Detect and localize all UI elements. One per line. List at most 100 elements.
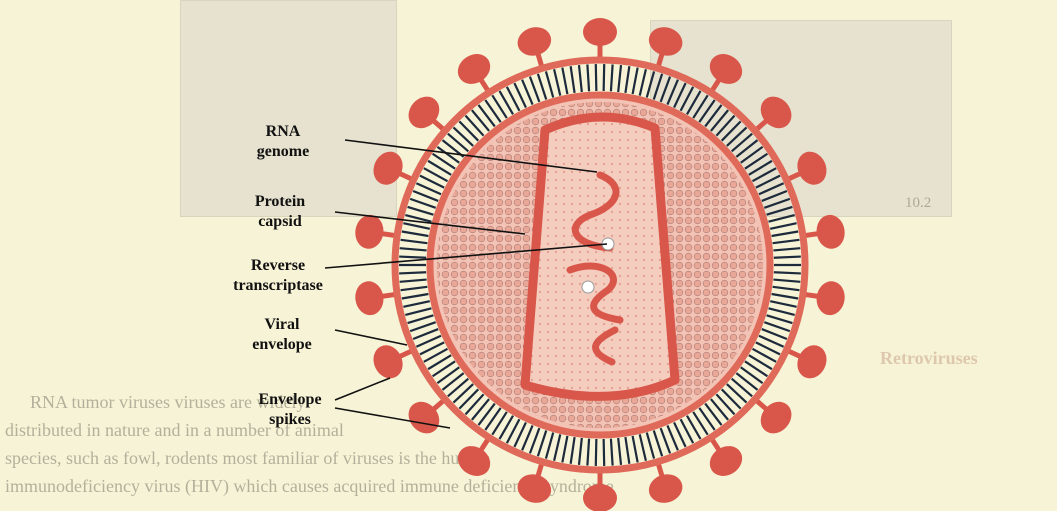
lipid-tail [459, 389, 478, 408]
lipid-tail [654, 430, 662, 456]
lipid-tail [618, 438, 621, 465]
lipid-tail [770, 223, 796, 229]
lipid-tail [640, 69, 646, 95]
lipid-tail [716, 394, 734, 414]
label-rna-genome: RNA genome [248, 122, 318, 162]
lipid-tail [408, 207, 434, 215]
lipid-tail [654, 74, 662, 100]
lipid-tail [562, 436, 567, 463]
lipid-tail [399, 257, 426, 258]
lipid-tail [767, 315, 793, 323]
label-viral-envelope: Viral envelope [242, 315, 322, 355]
lipid-tail [410, 322, 435, 331]
lipid-tail [453, 127, 473, 145]
lipid-tail [764, 322, 789, 331]
label-reverse-transcriptase: Reverse transcriptase [218, 256, 338, 296]
lipid-tail [453, 384, 473, 402]
lipid-tail [579, 438, 582, 465]
label-line: genome [248, 142, 318, 162]
lipid-tail [402, 294, 429, 299]
lipid-tail [773, 248, 800, 250]
lipid-tail [405, 308, 431, 315]
lipid-tail [611, 64, 613, 91]
lipid-tail [711, 110, 728, 131]
lipid-tail [571, 437, 575, 464]
envelope-spike [814, 279, 847, 317]
lipid-tail [711, 399, 728, 420]
lipid-tail [466, 116, 484, 136]
label-line: RNA [248, 122, 318, 142]
envelope-spike [353, 213, 386, 251]
label-line: envelope [242, 335, 322, 355]
envelope-spike [583, 18, 617, 46]
lipid-tail [587, 439, 589, 466]
label-line: Reverse [218, 256, 338, 276]
lipid-tail [773, 287, 800, 290]
lipid-tail [399, 272, 426, 273]
lipid-tail [661, 428, 670, 453]
lipid-tail [773, 280, 800, 282]
lipid-tail [538, 430, 546, 456]
lipid-tail [647, 71, 654, 97]
lipid-tail [774, 272, 801, 273]
envelope-spike [514, 470, 555, 506]
lipid-tail [625, 66, 629, 93]
lipid-tail [538, 74, 546, 100]
label-line: Viral [242, 315, 322, 335]
lipid-tail [764, 199, 789, 208]
lipid-tail [736, 140, 757, 157]
lipid-tail [579, 65, 582, 92]
lipid-tail [727, 384, 747, 402]
lipid-tail [772, 231, 799, 236]
lipid-tail [466, 394, 484, 414]
label-line: Protein [240, 192, 320, 212]
lipid-tail [732, 134, 752, 152]
lipid-tail [530, 428, 539, 453]
lipid-tail [596, 64, 597, 91]
lipid-tail [625, 437, 629, 464]
label-protein-capsid: Protein capsid [240, 192, 320, 232]
envelope-spike [353, 279, 386, 317]
lipid-tail [410, 199, 435, 208]
reverse-transcriptase-molecule [582, 281, 594, 293]
lipid-tail [448, 379, 468, 397]
lipid-tail [769, 215, 795, 222]
lipid-tail [705, 105, 721, 127]
lipid-tail [604, 64, 605, 91]
label-line: transcriptase [218, 276, 338, 296]
envelope-spike [645, 470, 686, 506]
lipid-tail [661, 77, 670, 102]
lipid-tail [400, 280, 427, 282]
leader-envelope [335, 330, 407, 345]
label-line: capsid [240, 212, 320, 232]
lipid-tail [546, 433, 553, 459]
lipid-tail [403, 223, 429, 229]
lipid-tail [772, 294, 799, 299]
lipid-tail [618, 65, 621, 92]
envelope-spike [704, 440, 748, 482]
envelope-spike [368, 147, 408, 190]
lipid-tail [773, 240, 800, 243]
lipid-tail [554, 434, 560, 460]
envelope-spike [368, 341, 408, 384]
lipid-tail [478, 105, 494, 127]
envelope-spike [452, 440, 496, 482]
lipid-tail [459, 121, 478, 140]
lipid-tail [408, 315, 434, 323]
lipid-tail [736, 373, 757, 390]
label-line: spikes [245, 410, 335, 430]
lipid-tail [530, 77, 539, 102]
lipid-tail [472, 110, 489, 131]
lipid-tail [716, 116, 734, 136]
lipid-tail [472, 399, 489, 420]
lipid-tail [611, 439, 613, 466]
lipid-tail [400, 248, 427, 250]
lipid-tail [442, 373, 463, 390]
lipid-tail [401, 240, 428, 243]
lipid-tail [596, 439, 597, 466]
envelope-spike [583, 484, 617, 511]
lipid-tail [767, 207, 793, 215]
lipid-tail [633, 68, 638, 95]
envelope-spike [792, 341, 832, 384]
